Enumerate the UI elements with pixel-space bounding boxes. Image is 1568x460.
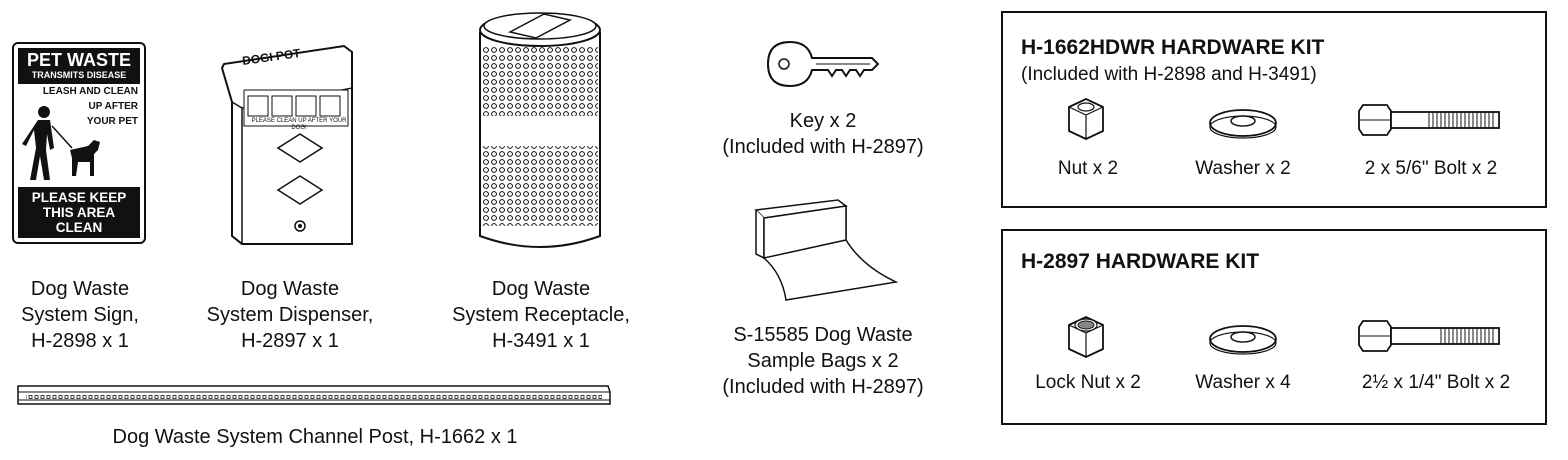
sign-bottom-line-2: THIS AREA	[42, 205, 116, 220]
sign-caption-line-2: System Sign,	[21, 304, 139, 326]
sign-middle-text: LEASH AND CLEAN UP AFTER YOUR PET	[43, 84, 138, 129]
key-caption: Key x 2 (Included with H-2897)	[700, 108, 946, 160]
channel-post-caption: Dog Waste System Channel Post, H-1662 x …	[112, 426, 518, 448]
sign-caption: Dog Waste System Sign, H-2898 x 1	[0, 276, 160, 354]
receptacle-illustration	[479, 12, 601, 248]
bags-caption: S-15585 Dog Waste Sample Bags x 2 (Inclu…	[700, 322, 946, 400]
sign-middle-line-3: YOUR PET	[86, 116, 138, 127]
receptacle-caption-line-1: Dog Waste	[491, 278, 591, 300]
sample-bags-illustration	[754, 199, 899, 301]
kit1-washer-caption: Washer x 2	[1195, 158, 1291, 179]
dispenser-caption-line-1: Dog Waste	[240, 278, 340, 300]
sign-subtitle: TRANSMITS DISEASE	[31, 70, 127, 80]
hex-nut-icon	[1068, 98, 1104, 140]
receptacle-caption-line-2: System Receptacle,	[452, 304, 630, 326]
hardware-kit-h-2897: H-2897 HARDWARE KIT Lock Nut x 2 Washer …	[1001, 229, 1547, 425]
kit2-nut-caption: Lock Nut x 2	[1035, 372, 1141, 393]
channel-post-illustration	[17, 385, 611, 405]
sign-middle-line-1: LEASH AND CLEAN	[42, 86, 138, 97]
receptacle-caption-line-3: H-3491 x 1	[492, 330, 590, 352]
key-caption-line-1: Key x 2	[789, 110, 857, 132]
hardware-kit-h-1662hdwr: H-1662HDWR HARDWARE KIT (Included with H…	[1001, 11, 1547, 208]
pet-waste-sign-illustration: PET WASTE TRANSMITS DISEASE LEASH AND CL…	[12, 42, 146, 244]
sign-header: PET WASTE TRANSMITS DISEASE	[18, 48, 140, 84]
bags-caption-line-1: S-15585 Dog Waste	[733, 324, 913, 346]
bags-caption-line-2: Sample Bags x 2	[747, 350, 899, 372]
dispenser-label: PLEASE CLEAN UP AFTER YOUR DOG!	[251, 118, 347, 131]
kit1-nut-caption: Nut x 2	[1057, 158, 1119, 179]
bolt-icon	[1358, 104, 1500, 136]
dispenser-illustration	[220, 44, 353, 245]
dispenser-caption-line-2: System Dispenser,	[206, 304, 374, 326]
bolt-icon	[1358, 320, 1500, 352]
washer-icon	[1209, 325, 1277, 355]
kit1-subtitle: (Included with H-2898 and H-3491)	[1021, 64, 1317, 85]
sign-bottom-line-1: PLEASE KEEP	[31, 190, 127, 205]
receptacle-caption: Dog Waste System Receptacle, H-3491 x 1	[426, 276, 656, 354]
bags-caption-line-3: (Included with H-2897)	[722, 376, 924, 398]
washer-icon	[1209, 109, 1277, 139]
kit1-bolt-caption: 2 x 5/6" Bolt x 2	[1364, 158, 1498, 179]
dispenser-caption: Dog Waste System Dispenser, H-2897 x 1	[190, 276, 390, 354]
key-icon	[766, 40, 880, 88]
kit2-bolt-caption: 2½ x 1/4" Bolt x 2	[1361, 372, 1511, 393]
sign-title: PET WASTE	[26, 50, 131, 70]
key-caption-line-2: (Included with H-2897)	[722, 136, 924, 158]
sign-caption-line-1: Dog Waste	[30, 278, 130, 300]
dispenser-caption-line-3: H-2897 x 1	[241, 330, 339, 352]
lock-nut-icon	[1068, 316, 1104, 358]
person-walking-dog-icon	[22, 106, 100, 180]
kit2-washer-caption: Washer x 4	[1195, 372, 1291, 393]
kit2-title: H-2897 HARDWARE KIT	[1021, 250, 1260, 273]
sign-middle-line-2: UP AFTER	[88, 101, 138, 112]
sign-bottom-line-3: CLEAN	[55, 220, 103, 235]
sign-footer: PLEASE KEEP THIS AREA CLEAN	[18, 187, 140, 238]
kit1-title: H-1662HDWR HARDWARE KIT	[1021, 36, 1325, 59]
sign-caption-line-3: H-2898 x 1	[31, 330, 129, 352]
